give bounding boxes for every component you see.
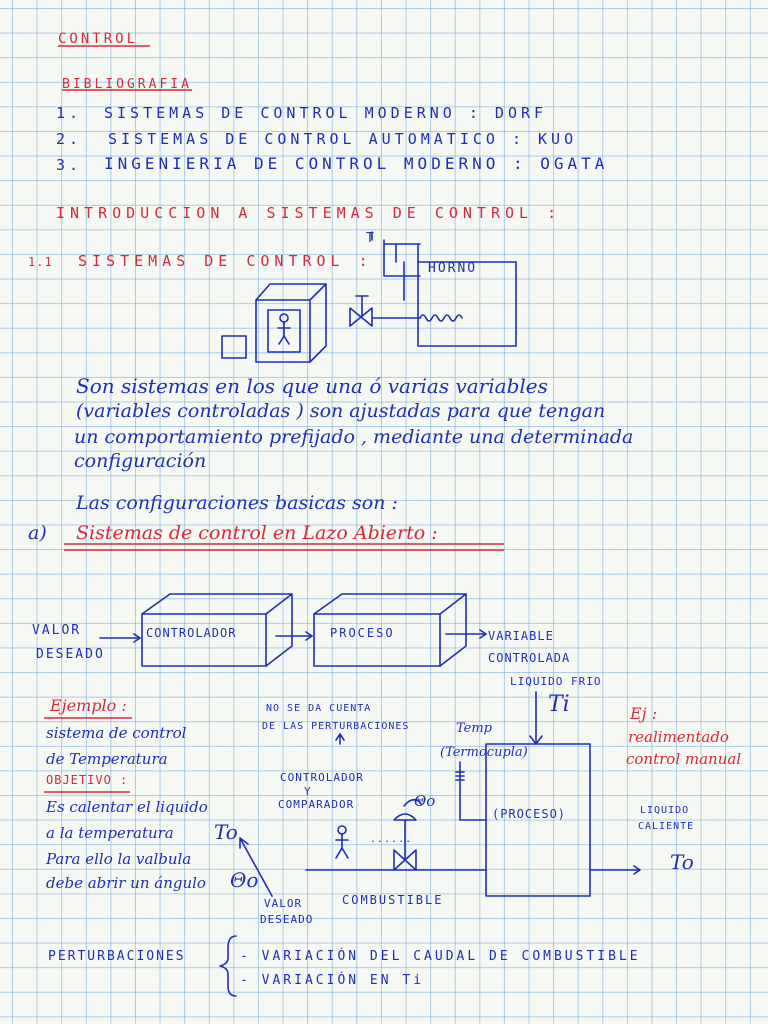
theta-label: Θo [414,792,436,810]
oven-t-label: T [366,231,375,246]
page-title: CONTROL [58,31,139,47]
reference-text: SISTEMAS DE CONTROL MODERNO : DORF [104,104,548,122]
definition-line: Son sistemas en los que una ó varias var… [76,374,548,398]
disturbance-item: - VARIACIÓN DEL CAUDAL DE COMBUSTIBLE [240,949,641,964]
objective-label: OBJETIVO : [46,773,129,787]
side-note-line: control manual [626,750,742,768]
process-block-label: PROCESO [330,626,395,640]
section-number: 1.1 [28,255,53,269]
thermocouple-label: (Termocupla) [440,745,528,760]
reference-number: 1. [56,104,83,122]
example-line: de Temperatura [46,750,168,768]
and-label: Y [304,785,312,798]
oven-sketch [221,231,517,363]
item-a-text: Sistemas de control en Lazo Abierto : [76,522,438,544]
theta-symbol: Θo [230,868,259,892]
setpoint-label: VALOR [264,897,303,910]
block-diagram [99,593,487,667]
example-line: a la temperatura [46,824,174,842]
reference-number: 2. [56,130,83,148]
input-label: DESEADO [36,647,105,662]
reference-text: SISTEMAS DE CONTROL AUTOMATICO : KUO [108,130,578,148]
ti-label: Ti [548,692,570,717]
comparator-label: COMPARADOR [278,798,355,811]
hot-liquid-label: CALIENTE [638,821,695,832]
example-line: debe abrir un ángulo [46,874,206,892]
brace [219,935,237,997]
temp-label: Temp [456,721,493,736]
disturbances-label: PERTURBACIONES [48,949,186,964]
input-label: VALOR [32,623,82,638]
setpoint-label: DESEADO [260,913,314,926]
disturbance-item: - VARIACIÓN EN Ti [240,973,425,988]
to-output-label: To [670,850,694,874]
definition-line: un comportamiento prefijado , mediante u… [74,426,634,448]
definition-line: configuración [74,450,207,472]
reference-number: 3. [56,156,83,174]
note-line: DE LAS PERTURBACIONES [262,721,410,732]
fuel-label: COMBUSTIBLE [342,893,444,907]
to-symbol: To [214,820,238,844]
hot-liquid-label: LIQUIDO [640,805,690,816]
definition-line: (variables controladas ) son ajustadas p… [76,400,606,422]
controller-label: CONTROLADOR [280,771,364,784]
dots: ...... [370,834,413,845]
controller-block-label: CONTROLADOR [146,626,237,640]
example-line: sistema de control [46,724,187,742]
section-title: SISTEMAS DE CONTROL : [78,252,373,270]
intro-heading: INTRODUCCION A SISTEMAS DE CONTROL : [56,204,562,222]
item-a-letter: a) [28,522,47,544]
side-note-line: realimentado [628,728,729,746]
example-label: Ejemplo : [50,696,127,715]
oven-label: HORNO [428,261,478,276]
bibliography-heading: BIBLIOGRAFIA [62,77,192,92]
example-line: Es calentar el liquido [46,798,208,816]
reference-text: INGENIERIA DE CONTROL MODERNO : OGATA [104,154,609,173]
side-note-ej: Ej : [630,704,658,723]
configs-intro: Las configuraciones basicas son : [76,492,398,514]
cold-liquid-label: LIQUIDO FRIO [510,675,602,688]
example-line: Para ello la valbula [46,850,192,868]
output-label: VARIABLE [488,629,554,643]
process-label: (PROCESO) [492,807,567,821]
output-label: CONTROLADA [488,651,571,665]
temperature-diagram [239,691,641,897]
note-line: NO SE DA CUENTA [266,703,372,714]
